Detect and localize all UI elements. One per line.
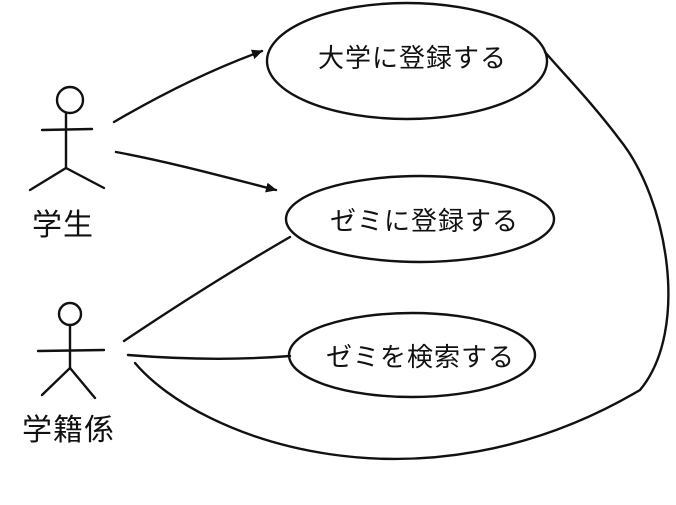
actor-student-label: 学生 <box>32 208 94 243</box>
usecase-register-seminar-label: ゼミに登録する <box>330 207 520 237</box>
assoc-student-register-seminar <box>114 150 278 193</box>
actor-registrar-label: 学籍係 <box>22 413 115 448</box>
usecase-register-seminar-ellipse[interactable] <box>284 174 556 264</box>
actor-student-figure <box>28 85 106 192</box>
actor-registrar-figure <box>36 301 106 400</box>
usecase-search-seminar-label: ゼミを検索する <box>326 343 516 373</box>
assoc-registrar-register-seminar <box>122 235 292 343</box>
assoc-registrar-search-seminar <box>126 353 292 361</box>
usecase-register-university-label: 大学に登録する <box>318 44 508 74</box>
assoc-student-register-university <box>112 49 264 124</box>
assoc-registrar-register-university <box>133 50 670 461</box>
usecase-register-university-ellipse[interactable] <box>265 1 549 121</box>
